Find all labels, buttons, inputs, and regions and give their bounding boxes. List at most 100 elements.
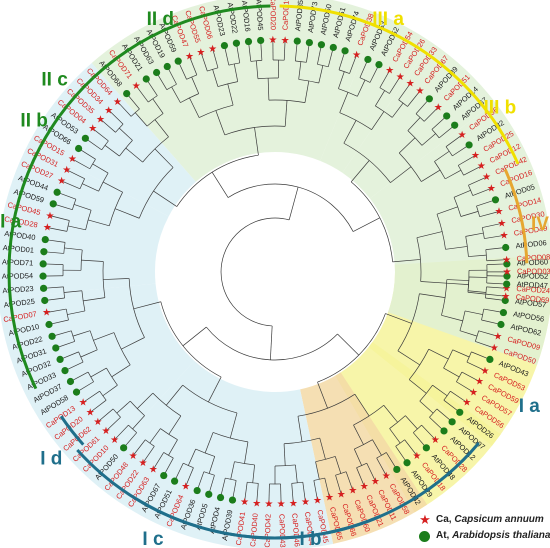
group-sector-iib — [320, 14, 432, 173]
branch — [468, 254, 487, 257]
arabidopsis-dot-icon — [456, 408, 464, 416]
branch — [104, 416, 121, 433]
capsicum-star-icon: ★ — [110, 435, 119, 446]
branch — [191, 76, 200, 94]
branch — [208, 456, 216, 474]
branch — [445, 246, 468, 250]
branch-arc — [485, 286, 487, 299]
branch-arc — [225, 477, 237, 481]
capsicum-star-icon: ★ — [240, 497, 249, 508]
branch — [383, 405, 398, 423]
branch — [304, 80, 310, 103]
capsicum-star-icon: ★ — [252, 498, 261, 509]
arabidopsis-dot-icon — [244, 37, 253, 46]
capsicum-star-icon: ★ — [481, 366, 490, 377]
arabidopsis-dot-icon — [41, 235, 49, 244]
legend-item-arabidopsis: At, Arabidopsis thaliana — [418, 528, 550, 544]
capsicum-star-icon: ★ — [196, 47, 205, 58]
group-arc-iid — [92, 4, 271, 79]
branch — [345, 471, 354, 493]
branch — [313, 480, 319, 503]
leaf-label: AtPOD47 — [516, 280, 548, 291]
arabidopsis-dot-icon — [502, 243, 510, 252]
arabidopsis-dot-icon — [317, 41, 326, 49]
branch-arc — [398, 99, 408, 107]
branch-arc — [338, 69, 350, 74]
arabidopsis-dot-icon — [497, 320, 505, 329]
branch — [472, 187, 494, 196]
legend-item-capsicum: ★ Ca, Capsicum annuum — [418, 512, 550, 528]
branch — [353, 424, 364, 445]
capsicum-star-icon: ★ — [497, 219, 506, 230]
leaf-label: CaPOD46 — [290, 513, 302, 547]
branch — [132, 415, 145, 430]
branch-arc — [375, 105, 393, 118]
branch — [115, 99, 132, 117]
branch-arc — [415, 113, 425, 122]
arabidopsis-dot-icon — [341, 47, 349, 55]
branch — [102, 181, 123, 193]
branch-arc — [274, 464, 296, 467]
branch — [154, 119, 169, 138]
arabidopsis-dot-icon — [45, 320, 53, 329]
branch — [389, 74, 402, 94]
arabidopsis-dot-icon — [39, 272, 47, 280]
arabidopsis-dot-icon — [364, 55, 372, 64]
leaf-label: CaPOD42 — [263, 514, 273, 548]
branch-arc — [298, 79, 319, 84]
group-arc-iia — [7, 146, 42, 390]
arabidopsis-dot-icon — [205, 490, 213, 498]
capsicum-star-icon: ★ — [382, 471, 391, 482]
leaf-label: AtPOD52 — [517, 271, 548, 281]
capsicum-star-icon: ★ — [208, 44, 217, 55]
branch-arc — [108, 192, 123, 226]
arabidopsis-dot-icon — [422, 444, 430, 452]
branch — [284, 100, 288, 127]
group-label-ib: I b — [299, 529, 321, 548]
capsicum-star-icon: ★ — [416, 86, 425, 97]
branch — [398, 81, 412, 100]
branch — [475, 341, 497, 349]
arabidopsis-dot-icon — [81, 134, 89, 142]
branch-arc — [247, 481, 259, 484]
capsicum-star-icon: ★ — [62, 165, 71, 176]
leaf-label: AtPOD23 — [2, 284, 34, 295]
arabidopsis-dot-icon — [216, 493, 225, 502]
branch — [450, 390, 469, 404]
branch — [297, 416, 303, 442]
branch — [64, 247, 83, 251]
arabidopsis-dot-icon — [39, 260, 47, 268]
branch — [168, 415, 182, 435]
branch-arc — [395, 439, 405, 447]
branch — [59, 179, 81, 190]
branch — [445, 133, 464, 147]
capsicum-star-icon: ★ — [96, 114, 105, 125]
branch — [270, 325, 273, 360]
branch-arc — [313, 477, 325, 481]
branch-arc — [389, 415, 406, 429]
group-label-iid: II d — [147, 9, 174, 30]
branch-arc — [65, 308, 69, 321]
branch — [92, 163, 109, 174]
capsicum-star-icon: ★ — [493, 332, 502, 343]
leaf-label: AtPOD57 — [515, 297, 547, 310]
branch — [366, 462, 377, 484]
capsicum-star-icon: ★ — [482, 172, 491, 183]
legend-at-species: Arabidopsis thaliana — [452, 530, 550, 541]
branch — [379, 68, 392, 88]
branch — [441, 314, 463, 322]
branch-arc — [81, 290, 86, 311]
branch — [112, 424, 129, 442]
branch-arc — [113, 332, 131, 366]
branch — [188, 448, 197, 466]
star-icon: ★ — [419, 512, 431, 527]
branch — [182, 326, 207, 347]
branch — [389, 428, 401, 444]
branch-arc — [166, 83, 177, 90]
branch — [165, 384, 183, 406]
branch — [445, 169, 462, 180]
branch — [244, 441, 249, 464]
capsicum-star-icon: ★ — [138, 458, 147, 469]
branch — [371, 111, 385, 130]
